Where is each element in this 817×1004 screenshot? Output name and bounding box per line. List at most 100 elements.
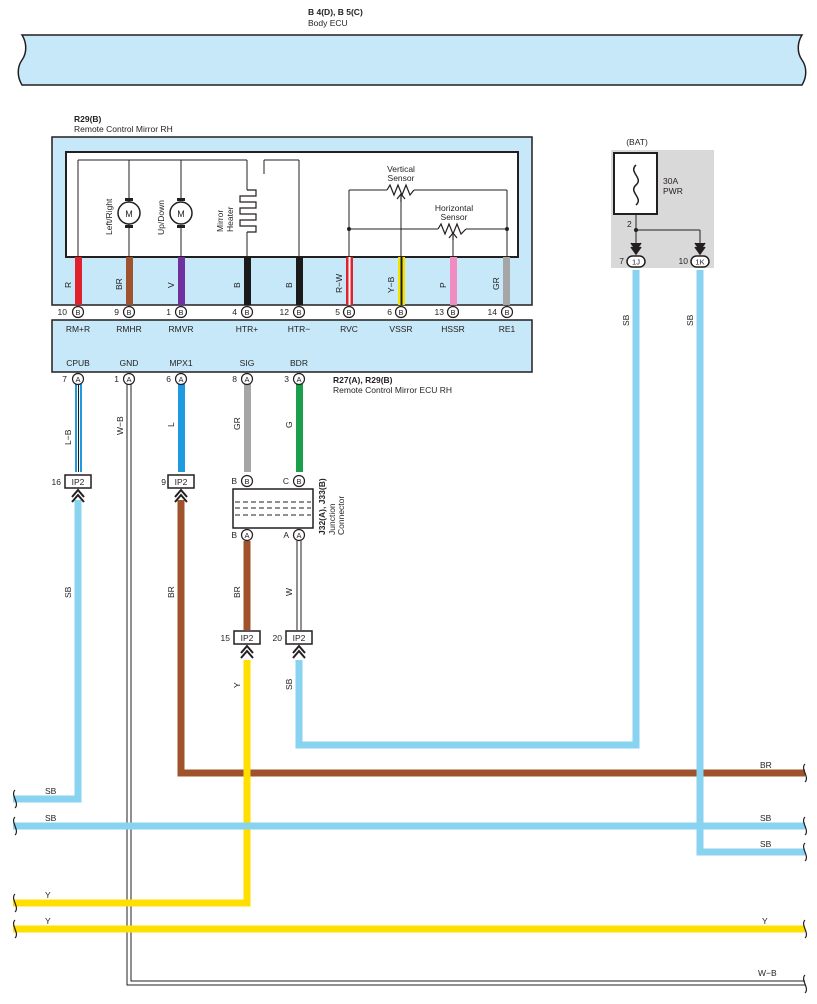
pin-number: 12 xyxy=(280,307,290,317)
junction-conn-letter: B xyxy=(244,477,249,486)
pin-connector-letter: B xyxy=(126,308,131,317)
junction-pin-letter: C xyxy=(283,476,289,486)
fuse-conn-1: 1J xyxy=(632,258,640,267)
fuse-name: PWR xyxy=(663,186,683,196)
bus-label-right: W−B xyxy=(758,968,777,978)
terminal-label: BDR xyxy=(290,358,308,368)
pin-number: 3 xyxy=(284,374,289,384)
pin-number: 13 xyxy=(435,307,445,317)
mirror-inner-box xyxy=(65,151,519,258)
mirror-pin-wires xyxy=(75,257,510,305)
terminal-label: RM+R xyxy=(66,324,90,334)
motor-left-right-label: Left/Right xyxy=(104,198,114,235)
wire-color-label: BR xyxy=(166,586,176,598)
vertical-sensor-label-1: Vertical xyxy=(387,164,415,174)
wire-color-label: R−W xyxy=(334,274,344,293)
junction-pin-letter: A xyxy=(283,530,289,540)
ecu-name: Remote Control Mirror ECU RH xyxy=(333,385,452,395)
pin-connector-letter: B xyxy=(504,308,509,317)
pin-number: 5 xyxy=(335,307,340,317)
wire-color-label: W xyxy=(284,588,294,596)
chevron-up-icon xyxy=(292,644,306,659)
horizontal-sensor-resistor xyxy=(437,222,467,236)
ecu-code: R27(A), R29(B) xyxy=(333,375,393,385)
terminal-label: RMHR xyxy=(116,324,142,334)
wire-gr xyxy=(503,257,510,305)
body-ecu-name: Body ECU xyxy=(308,18,348,28)
pin-connector-letter: B xyxy=(346,308,351,317)
bus-label-right: Y xyxy=(762,916,768,926)
junction-dot xyxy=(347,227,351,231)
pin-connector-letter: A xyxy=(244,375,249,384)
wire-color-label: BR xyxy=(114,278,124,290)
wire-color-label: B xyxy=(284,282,294,288)
chevron-up-icon xyxy=(71,488,85,503)
pin-connector-letter: B xyxy=(450,308,455,317)
wire-color-label: R xyxy=(63,282,73,288)
harness-wires xyxy=(13,270,805,986)
wire-color-label: L xyxy=(166,422,176,427)
motor-symbol: M xyxy=(177,209,185,219)
body-ecu-box xyxy=(17,34,807,86)
terminal-label: VSSR xyxy=(389,324,412,334)
fuse-icon xyxy=(633,164,639,206)
ecu-top-terminal-labels: RM+R RMHR RMVR HTR+ HTR− RVC VSSR HSSR R… xyxy=(66,324,516,334)
pin-number: 9 xyxy=(114,307,119,317)
ip2-connector-15: 15 IP2 xyxy=(221,630,261,659)
ip2-label: IP2 xyxy=(175,477,188,487)
ip2-label: IP2 xyxy=(72,477,85,487)
junction-name-1: Junction xyxy=(327,503,337,535)
wire-color-label: SB xyxy=(685,314,695,326)
pin-connector-letter: A xyxy=(296,375,301,384)
chevron-up-icon xyxy=(240,644,254,659)
junction-pin-letter: B xyxy=(231,530,237,540)
bus-label-left: SB xyxy=(45,813,57,823)
ip2-pin: 9 xyxy=(161,477,166,487)
junction-name-2: Connector xyxy=(336,496,346,535)
fuse-bat-label: (BAT) xyxy=(626,137,648,147)
wire-color-label: V xyxy=(166,282,176,288)
horizontal-sensor-label-1: Horizontal xyxy=(435,203,473,213)
pin-number: 14 xyxy=(488,307,498,317)
pin-connector-letter: B xyxy=(75,308,80,317)
pin-connector-letter: B xyxy=(398,308,403,317)
wire-r xyxy=(75,257,82,305)
terminal-label: HTR− xyxy=(288,324,310,334)
heater-label-1: Mirror xyxy=(215,210,225,232)
junction-code: J32(A), J33(B) xyxy=(317,478,327,535)
wire-color-label: SB xyxy=(63,586,73,598)
bus-label-right: SB xyxy=(760,813,772,823)
pin-number: 10 xyxy=(58,307,68,317)
break-marks xyxy=(12,763,808,994)
terminal-label: HTR+ xyxy=(236,324,258,334)
motor-up-down-label: Up/Down xyxy=(156,200,166,235)
wire-color-label: BR xyxy=(232,586,242,598)
junction-dot xyxy=(505,227,509,231)
terminal-label: RVC xyxy=(340,324,358,334)
vertical-sensor-label-2: Sensor xyxy=(388,173,415,183)
body-ecu-code: B 4(D), B 5(C) xyxy=(308,7,363,17)
ip2-label: IP2 xyxy=(293,633,306,643)
wire-color-label: SB xyxy=(284,678,294,690)
fuse-pin-2: 10 xyxy=(679,256,689,266)
wire-color-label: Y xyxy=(232,682,242,688)
pin-number: 6 xyxy=(166,374,171,384)
junction-connector: B B C B B A A A xyxy=(231,474,314,542)
wire-color-label: SB xyxy=(621,314,631,326)
pin-connector-letter: B xyxy=(178,308,183,317)
terminal-label: RE1 xyxy=(499,324,516,334)
chevron-down-icon xyxy=(630,242,642,256)
ip2-connector-9: 9 IP2 xyxy=(161,474,195,503)
ip2-pin: 15 xyxy=(221,633,231,643)
motor-symbol: M xyxy=(125,209,133,219)
fuse-pin-1: 7 xyxy=(619,256,624,266)
chevron-down-icon xyxy=(694,242,706,256)
heater-label-2: Heater xyxy=(225,206,235,232)
connector-1j xyxy=(626,255,646,268)
pin-connector-letter: B xyxy=(296,308,301,317)
motor-left-right: M xyxy=(117,198,141,228)
ecu-pin-row: 7 A 1 A 6 A 8 A 3 A xyxy=(62,372,306,386)
fuse-conn-2: 1K xyxy=(695,258,704,267)
bus-label-left: Y xyxy=(45,890,51,900)
wire-color-label: GR xyxy=(232,417,242,430)
